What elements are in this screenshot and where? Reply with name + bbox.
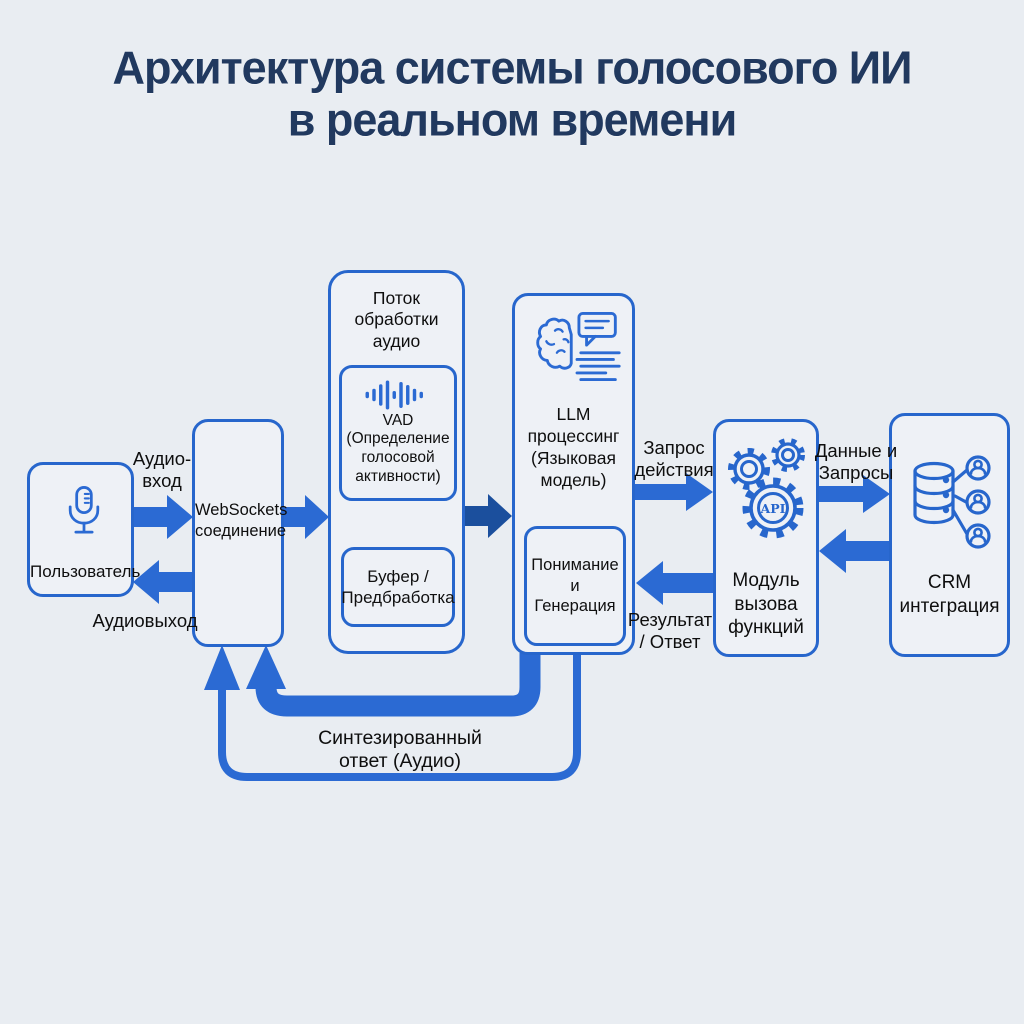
arrow-audio-in — [133, 495, 193, 539]
arrow-result-answer — [636, 561, 713, 605]
edge-label-audio-in: Аудио- вход — [132, 448, 192, 491]
loop-synthesized-inner-arrowhead — [246, 645, 286, 689]
node-buffer-label: Буфер / Предбработка — [341, 566, 455, 607]
node-crm: CRM интеграция — [889, 413, 1010, 657]
node-llm: LLM процессинг (Языковая модель) Пониман… — [512, 293, 635, 655]
arrow-websockets-to-pipeline — [283, 495, 329, 539]
waveform-icon — [365, 380, 423, 410]
node-buffer: Буфер / Предбработка — [341, 547, 455, 627]
arrow-pipeline-to-llm — [464, 494, 512, 538]
database-users-icon — [913, 455, 991, 549]
arrow-crm-to-module — [819, 529, 890, 573]
node-websockets: WebSockets соединение — [192, 419, 288, 647]
node-function-module: API Модуль вызова функций — [713, 419, 819, 657]
edge-label-result-answer: Результат / Ответ — [627, 609, 713, 652]
node-llm-label: LLM процессинг (Языковая модель) — [527, 404, 620, 490]
node-vad-label: VAD (Определение голосовой активности) — [346, 411, 450, 485]
node-understanding-generation-label: Понимание и Генерация — [531, 556, 619, 616]
node-understanding-generation: Понимание и Генерация — [524, 526, 626, 646]
diagram-title: Архитектура системы голосового ИИ в реал… — [112, 40, 913, 147]
node-crm-label: CRM интеграция — [899, 571, 1000, 618]
node-websockets-label: WebSockets соединение — [195, 501, 288, 541]
edge-label-action-request: Запрос действия — [634, 437, 714, 480]
brain-chat-icon — [536, 312, 621, 382]
gears-api-icon: API — [728, 438, 805, 539]
node-user-label: Пользователь — [30, 562, 141, 581]
edge-label-audio-out: Аудиовыход — [92, 610, 198, 631]
node-vad: VAD (Определение голосовой активности) — [339, 365, 457, 501]
microphone-icon — [68, 486, 100, 534]
arrow-audio-out — [133, 560, 193, 604]
loop-synthesized-outer-arrowhead — [204, 645, 240, 690]
node-user: Пользователь — [27, 462, 141, 597]
arrow-data-requests — [818, 475, 890, 513]
edge-label-synthesized-response: Синтезированный ответ (Аудио) — [318, 727, 482, 772]
api-icon-text: API — [760, 501, 786, 516]
loop-synthesized-inner — [255, 653, 541, 717]
node-function-module-label: Модуль вызова функций — [728, 569, 804, 639]
arrow-action-request — [634, 473, 713, 511]
node-audio-pipeline-title: Поток обработки аудио — [354, 288, 439, 351]
loop-synthesized-outer — [218, 653, 581, 781]
edge-label-data-requests: Данные и Запросы — [814, 440, 898, 483]
node-audio-pipeline: Поток обработки аудио VAD (Определение г… — [328, 270, 465, 654]
